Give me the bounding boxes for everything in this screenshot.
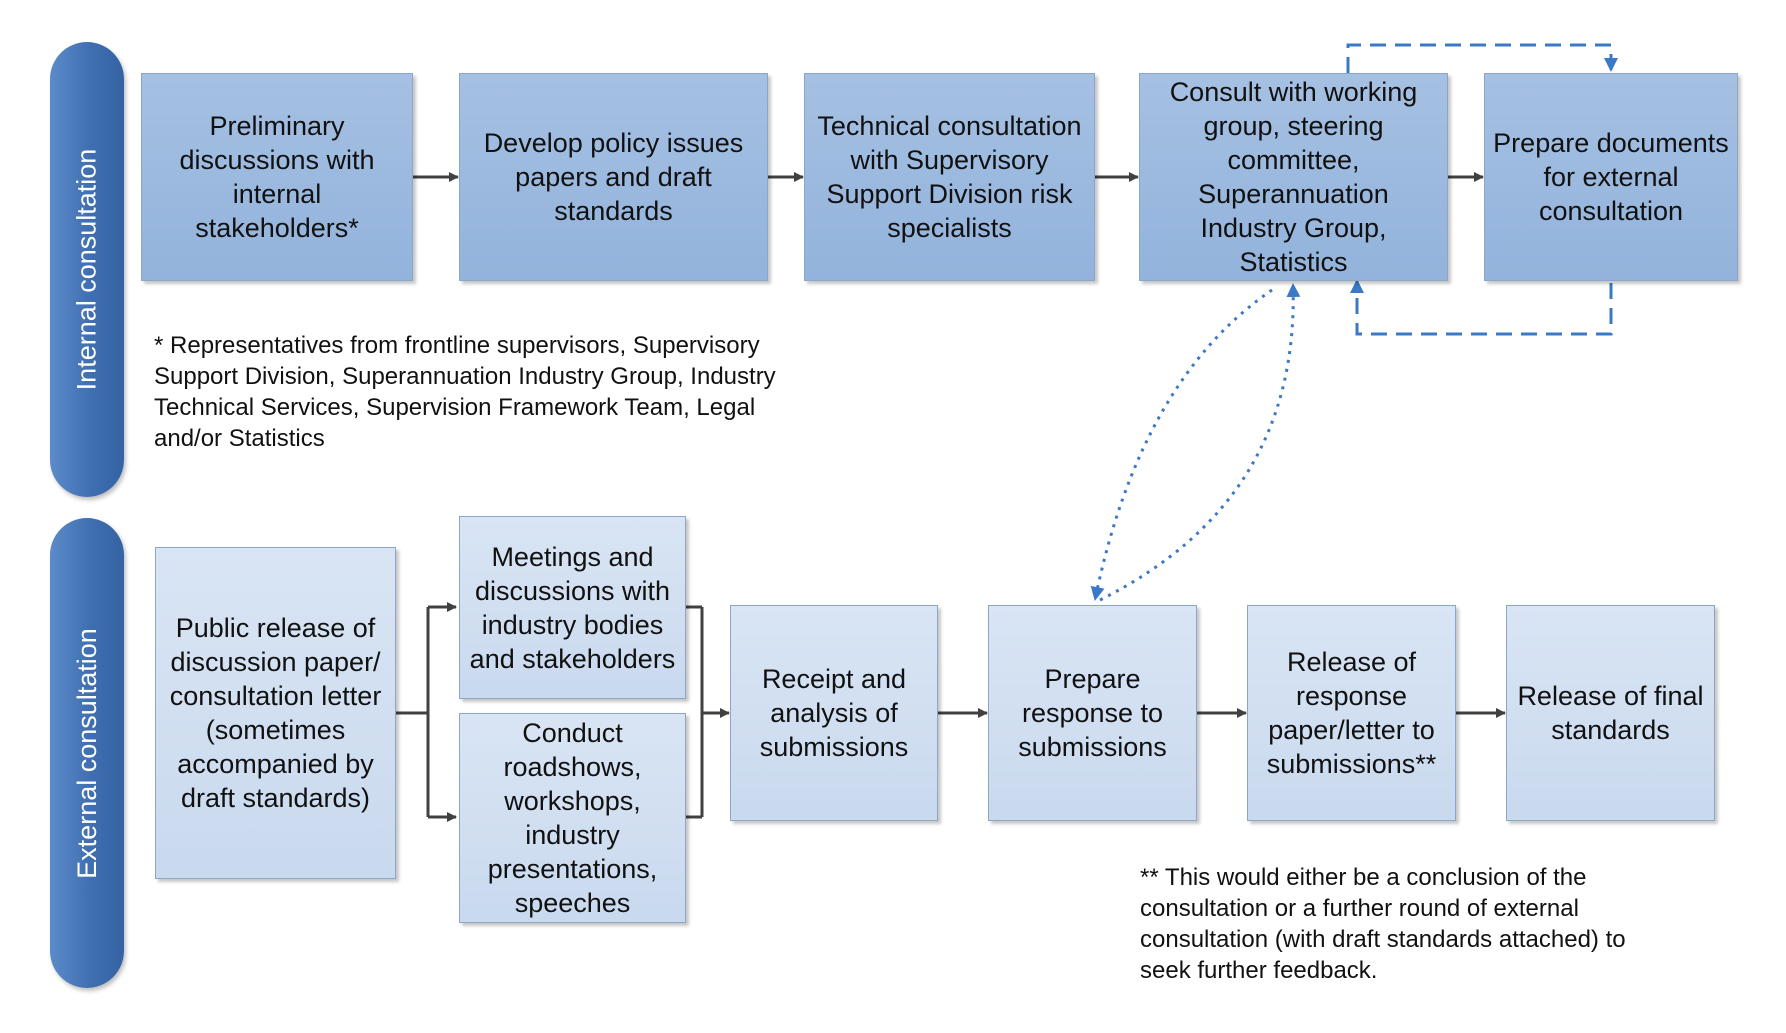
- step-release-final: Release of final standards: [1506, 605, 1715, 821]
- step-public-release: Public release of discussion paper/ cons…: [155, 547, 396, 879]
- step-develop-policy: Develop policy issues papers and draft s…: [459, 73, 768, 281]
- step-technical-consultation: Technical consultation with Supervisory …: [804, 73, 1095, 281]
- step-meetings: Meetings and discussions with industry b…: [459, 516, 686, 699]
- step-label: Develop policy issues papers and draft s…: [483, 128, 744, 226]
- step-label: Preliminary discussions with internal st…: [179, 111, 375, 243]
- step-receipt-analysis: Receipt and analysis of submissions: [730, 605, 938, 821]
- internal-lane-label: Internal consultation: [71, 148, 102, 391]
- step-consult-working-group: Consult with working group, steering com…: [1139, 73, 1448, 281]
- loop-arrow-top: [1346, 43, 1618, 73]
- dotted-arrow-down: [1090, 288, 1273, 601]
- internal-footnote: * Representatives from frontline supervi…: [154, 332, 776, 452]
- step-label: Consult with working group, steering com…: [1169, 77, 1418, 277]
- external-footnote: ** This would either be a conclusion of …: [1140, 864, 1626, 984]
- step-roadshows: Conduct roadshows, workshops, industry p…: [459, 713, 686, 923]
- loop-arrow-bottom: [1350, 279, 1613, 336]
- step-label: Prepare response to submissions: [1018, 664, 1167, 762]
- step-release-response: Release of response paper/letter to subm…: [1247, 605, 1456, 821]
- step-label: Release of response paper/letter to subm…: [1266, 647, 1437, 779]
- step-label: Technical consultation with Supervisory …: [817, 111, 1082, 243]
- dotted-arrow-up: [1099, 283, 1301, 602]
- external-lane-label: External consultation: [71, 627, 102, 879]
- step-label: Meetings and discussions with industry b…: [469, 541, 676, 674]
- step-label: Receipt and analysis of submissions: [759, 664, 909, 762]
- step-preliminary-discussions: Preliminary discussions with internal st…: [141, 73, 413, 281]
- step-prepare-response: Prepare response to submissions: [988, 605, 1197, 821]
- step-label: Prepare documents for external consultat…: [1493, 128, 1729, 226]
- internal-consultation-lane: Internal consultation: [50, 42, 124, 497]
- step-label: Public release of discussion paper/ cons…: [169, 613, 382, 813]
- external-consultation-lane: External consultation: [50, 518, 124, 988]
- step-label: Release of final standards: [1517, 681, 1704, 745]
- step-label: Conduct roadshows, workshops, industry p…: [487, 718, 658, 918]
- step-prepare-documents: Prepare documents for external consultat…: [1484, 73, 1738, 281]
